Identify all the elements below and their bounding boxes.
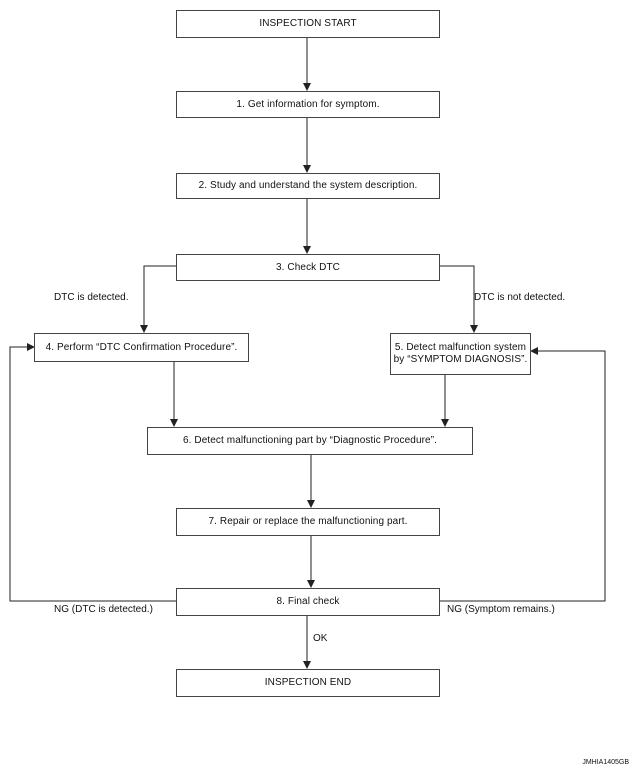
inspection-end-box: INSPECTION END	[176, 669, 440, 697]
step-7-label: 7. Repair or replace the malfunctioning …	[208, 516, 408, 527]
step-3-box: 3. Check DTC	[176, 254, 440, 281]
ng-dtc-detected-label: NG (DTC is detected.)	[54, 604, 153, 615]
dtc-not-detected-label: DTC is not detected.	[474, 292, 566, 303]
arrow-8-ng-to-5	[440, 347, 606, 602]
step-6-label: 6. Detect malfunctioning part by “Diagno…	[182, 435, 438, 446]
step-7-box: 7. Repair or replace the malfunctioning …	[176, 508, 440, 536]
inspection-start-box: INSPECTION START	[176, 10, 440, 38]
dtc-detected-label: DTC is detected.	[54, 292, 129, 303]
arrow-3-to-4	[140, 265, 176, 333]
ng-symptom-remains-label: NG (Symptom remains.)	[447, 604, 555, 615]
step-4-label: 4. Perform “DTC Confirmation Procedure”.	[45, 341, 238, 353]
ok-label: OK	[313, 633, 328, 644]
arrow-8-ng-to-4	[9, 343, 176, 602]
step-8-label: 8. Final check	[276, 596, 340, 607]
step-8-box: 8. Final check	[176, 588, 440, 616]
step-1-box: 1. Get information for symptom.	[176, 91, 440, 118]
step-5-box: 5. Detect malfunction system by “SYMPTOM…	[390, 333, 531, 375]
figure-code: JMHIA1405GB	[582, 759, 629, 766]
step-6-box: 6. Detect malfunctioning part by “Diagno…	[147, 427, 473, 455]
step-1-label: 1. Get information for symptom.	[236, 98, 380, 110]
step-5-label-line2: by “SYMPTOM DIAGNOSIS”.	[393, 354, 528, 365]
inspection-end-label: INSPECTION END	[264, 677, 352, 688]
step-3-label: 3. Check DTC	[276, 261, 340, 273]
step-2-box: 2. Study and understand the system descr…	[176, 173, 440, 199]
inspection-start-label: INSPECTION START	[259, 18, 357, 29]
step-2-label: 2. Study and understand the system descr…	[198, 180, 418, 191]
step-4-box: 4. Perform “DTC Confirmation Procedure”.	[34, 333, 249, 362]
step-5-label-line1: 5. Detect malfunction system	[394, 342, 527, 353]
arrow-3-to-5	[440, 265, 478, 333]
